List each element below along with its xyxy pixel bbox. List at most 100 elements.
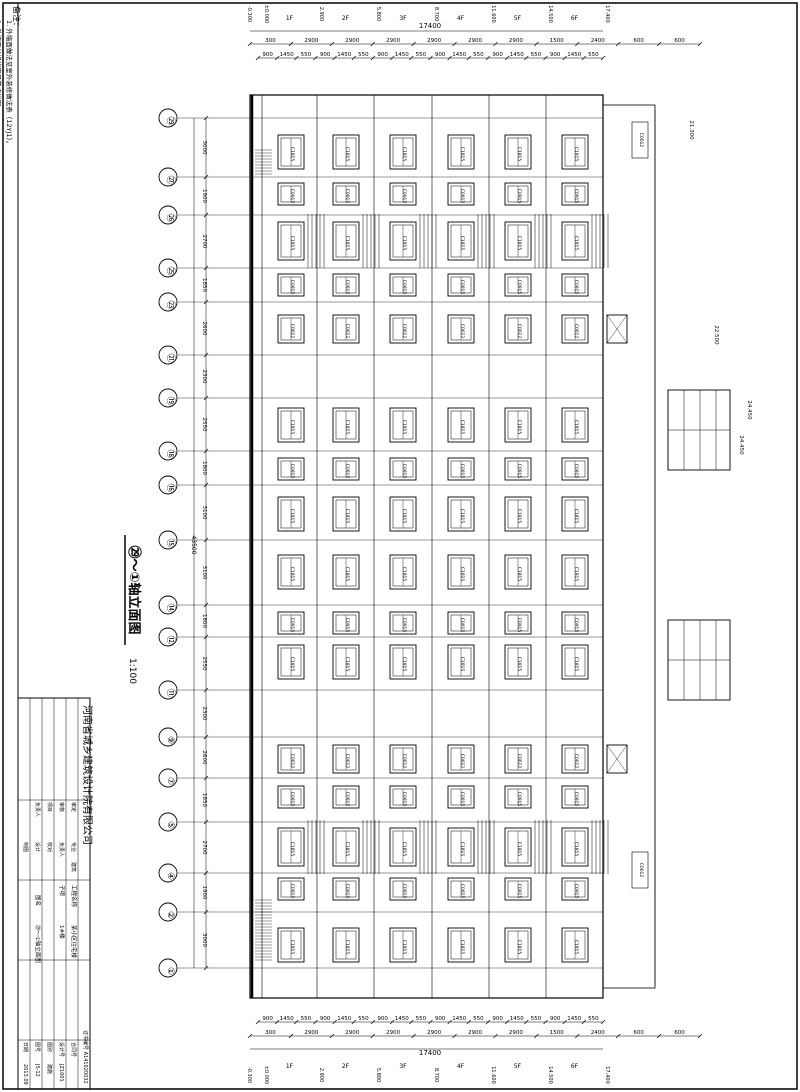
sign-name: 建筑 — [70, 862, 77, 872]
window-frame — [561, 785, 589, 809]
window-frame — [606, 744, 628, 774]
window: C1815 — [277, 496, 305, 532]
window: C1815 — [389, 407, 417, 443]
axis-bubble — [158, 902, 178, 922]
axis-label: ⑪ — [165, 688, 176, 697]
top-floor-dims-tick — [247, 41, 253, 47]
top-floor-dims-label: 2900 — [427, 38, 441, 44]
window-code: C0915 — [459, 189, 465, 204]
bottom-window-dims-label: 900 — [262, 1016, 273, 1022]
window-frame — [389, 221, 417, 261]
window-frame — [332, 182, 360, 206]
top-window-dims-label: 1450 — [567, 52, 581, 58]
window-frame — [332, 785, 360, 809]
top-floor-dims-tick — [656, 41, 662, 47]
window: C0915 — [447, 611, 475, 635]
window-code: C1815 — [573, 842, 579, 857]
window-frame — [447, 744, 475, 774]
axis-bubble — [158, 441, 178, 461]
window-frame — [504, 927, 532, 963]
window-frame — [561, 182, 589, 206]
window-code: C1815 — [573, 657, 579, 672]
window-code: C1815 — [289, 657, 295, 672]
window-code: C0612 — [401, 754, 407, 769]
axis-spacing-label: 3000 — [201, 933, 207, 947]
window-code: C1815 — [516, 147, 522, 162]
window-frame — [332, 273, 360, 297]
axis-label: ⑤ — [165, 821, 175, 829]
meta-value: JZ1001 — [58, 1063, 64, 1082]
bottom-floor-dims-label: 2900 — [509, 1030, 523, 1036]
bottom-total-dim: 17400 — [419, 1049, 441, 1057]
window-frame — [332, 877, 360, 901]
window-frame — [447, 182, 475, 206]
axis-spacing-label: 1850 — [201, 793, 207, 807]
window-frame — [504, 407, 532, 443]
top-floor-label: 3F — [399, 15, 407, 22]
sign-role: 负责人 — [58, 842, 65, 857]
window-code: C0612 — [516, 754, 522, 769]
window-frame — [389, 457, 417, 481]
sign-role: 审核 — [58, 802, 65, 812]
drawing-name-label: 图名 — [34, 895, 42, 906]
window: C0915 — [389, 611, 417, 635]
window-frame — [389, 744, 417, 774]
window-code: C1815 — [459, 420, 465, 435]
window-code: C1815 — [289, 147, 295, 162]
window: C0915 — [504, 273, 532, 297]
window-code: C0915 — [401, 189, 407, 204]
top-elevation: 8.700 — [433, 7, 439, 21]
window: C1815 — [277, 214, 325, 268]
window-code: C1815 — [344, 567, 350, 582]
project-label: 工程名称 — [70, 885, 78, 908]
bottom-floor-dims-label: 2900 — [468, 1030, 482, 1036]
bottom-window-dims-tick — [274, 1019, 280, 1025]
top-window-dims-tick — [504, 55, 510, 61]
window: C1815 — [561, 496, 589, 532]
notes-block: 备注：1. 外墙面做法见室外装修做法表（12YJ1）。2. 外墙面分格线宽见节点… — [0, 6, 22, 147]
window-frame — [561, 496, 589, 532]
bottom-window-dims-label: 550 — [588, 1016, 599, 1022]
window-frame — [389, 496, 417, 532]
window-code: C0915 — [516, 884, 522, 899]
window-frame — [332, 554, 360, 590]
meta-label: 图号 — [34, 1042, 40, 1052]
axis-bubble — [158, 167, 178, 187]
window-code: C1815 — [344, 657, 350, 672]
bottom-window-dims-tick — [600, 1019, 606, 1025]
window-frame — [447, 877, 475, 901]
window-frame — [561, 744, 589, 774]
top-floor-dims-tick — [534, 41, 539, 47]
bottom-floor-label: 1F — [286, 1063, 294, 1070]
meta-value: 建施 — [46, 1064, 53, 1074]
window-code: C1815 — [289, 567, 295, 582]
bottom-elevation: 17.400 — [604, 1066, 610, 1084]
window: C0612 — [447, 744, 475, 774]
window-frame — [504, 744, 532, 774]
notes-heading: 备注： — [12, 6, 22, 30]
bottom-window-dims-label: 550 — [301, 1016, 312, 1022]
top-window-dims-tick — [294, 55, 299, 61]
window-code: C1815 — [459, 842, 465, 857]
roof-elevation-note: 24.450 — [738, 435, 744, 455]
stair-tower — [667, 619, 731, 701]
window-code: C0915 — [344, 618, 350, 633]
top-floor-label: 1F — [286, 15, 294, 22]
top-window-dims-label: 1450 — [280, 52, 294, 58]
bottom-floor-label: 6F — [571, 1063, 579, 1070]
axis-bubble — [158, 388, 178, 408]
window: C0915 — [447, 273, 475, 297]
window-code: C0915 — [573, 792, 579, 807]
window: C0915 — [277, 182, 305, 206]
bottom-floor-label: 3F — [399, 1063, 407, 1070]
top-elevation: 5.800 — [375, 7, 381, 21]
bottom-floor-dims-label: 2900 — [427, 1030, 441, 1036]
window-frame — [504, 221, 532, 261]
window-frame — [389, 927, 417, 963]
window-code: C1815 — [401, 657, 407, 672]
window-frame — [447, 221, 475, 261]
axis-bubble — [158, 475, 178, 495]
